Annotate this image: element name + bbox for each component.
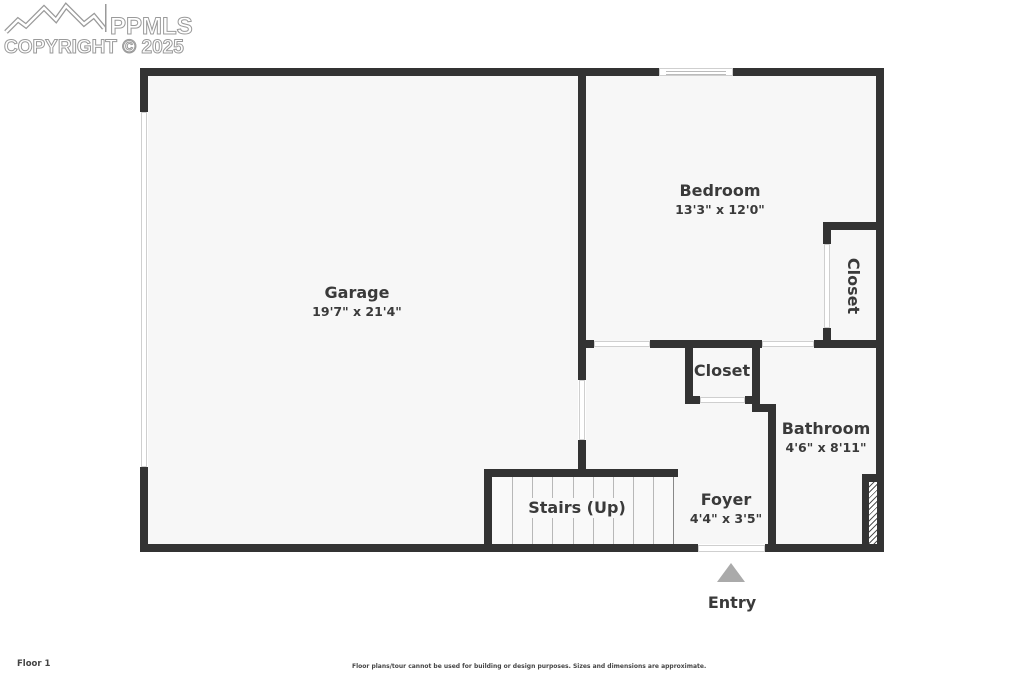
- entry-label: Entry: [708, 593, 756, 613]
- watermark-brand: PPMLS: [110, 13, 194, 41]
- disclaimer: Floor plans/tour cannot be used for buil…: [352, 663, 707, 670]
- bedroom-bottom-wall-a: [578, 340, 594, 348]
- garage-door-opening: [141, 112, 147, 467]
- bedroom-closet-left-wall-top: [823, 222, 831, 244]
- garage-left-wall-top: [140, 68, 148, 112]
- closet-bottom-wall-b: [745, 396, 760, 404]
- bottom-wall-right: [765, 544, 884, 552]
- room-dimensions: 4'4" x 3'5": [689, 511, 763, 526]
- garage-foyer-opening: [579, 380, 585, 440]
- room-bedroom-closet: Closet: [843, 258, 863, 314]
- bedroom-door-opening: [594, 341, 650, 347]
- stairs-top-wall: [484, 469, 678, 477]
- stair-rail: [673, 477, 674, 544]
- closet-right-wall: [752, 340, 760, 412]
- room-dimensions: 4'6" x 8'11": [785, 440, 867, 455]
- top-wall: [140, 68, 884, 76]
- room-dimensions: 19'7" x 21'4": [312, 304, 402, 319]
- closet-bottom-wall-a: [685, 396, 700, 404]
- stair-tread: [653, 477, 654, 544]
- bottom-wall-left: [140, 544, 698, 552]
- floor-label: Floor 1: [17, 659, 51, 669]
- closet-left-wall: [685, 340, 693, 404]
- bedroom-bottom-wall-b: [650, 340, 762, 348]
- bedroom-closet-opening: [824, 244, 830, 328]
- room-name: Closet: [844, 257, 863, 315]
- room-name: Bathroom: [781, 419, 871, 438]
- bedroom-closet-top-wall: [823, 222, 884, 230]
- room-name: Garage: [324, 283, 390, 302]
- room-name: Stairs (Up): [528, 498, 626, 517]
- stairs-left-wall: [484, 469, 492, 552]
- room-bathroom: Bathroom 4'6" x 8'11": [782, 419, 871, 457]
- window-pane: [666, 71, 726, 75]
- divider-wall-bottom: [578, 440, 586, 477]
- bedroom-closet-left-wall-bottom: [823, 328, 831, 348]
- room-garage: Garage 19'7" x 21'4": [312, 283, 402, 321]
- closet-door-opening: [700, 397, 745, 403]
- entry-arrow-icon: [717, 563, 745, 582]
- room-name: Bedroom: [679, 181, 761, 200]
- room-name: Closet: [693, 361, 751, 380]
- garage-floor: [148, 76, 578, 544]
- entry-text: Entry: [707, 593, 757, 612]
- right-wall: [876, 68, 884, 552]
- room-stairs: Stairs (Up): [525, 498, 629, 518]
- bathroom-left-wall: [768, 404, 776, 552]
- room-name: Foyer: [700, 490, 752, 509]
- room-closet: Closet: [694, 361, 750, 381]
- stair-tread: [633, 477, 634, 544]
- bedroom-bottom-wall-c: [814, 340, 884, 348]
- divider-wall-top: [578, 68, 586, 380]
- bathroom-door-opening: [762, 341, 814, 347]
- room-foyer: Foyer 4'4" x 3'5": [690, 490, 762, 528]
- entry-door-opening: [698, 545, 765, 552]
- stair-tread: [512, 477, 513, 544]
- bedroom-window: [659, 68, 733, 76]
- bathroom-notch-wall: [752, 404, 776, 412]
- room-bedroom: Bedroom 13'3" x 12'0": [675, 181, 765, 219]
- watermark-copyright: COPYRIGHT © 2025: [4, 37, 185, 59]
- garage-left-wall-bottom: [140, 467, 148, 552]
- mountain-logo-icon: [4, 2, 107, 34]
- room-dimensions: 13'3" x 12'0": [675, 202, 765, 217]
- bathroom-fixture-hatch: [869, 482, 877, 544]
